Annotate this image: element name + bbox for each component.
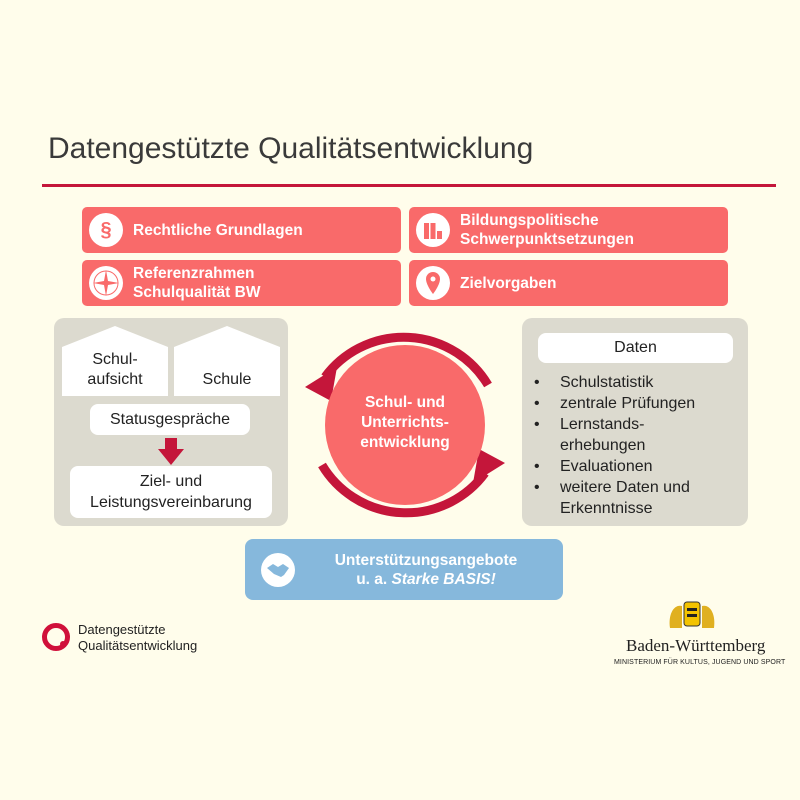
box-goals: Zielvorgaben xyxy=(409,260,728,306)
title-divider xyxy=(42,184,776,187)
page-title: Datengestützte Qualitätsentwicklung xyxy=(48,132,534,165)
bar-chart-icon xyxy=(416,213,450,247)
box-label: Rechtliche Grundlagen xyxy=(133,221,303,239)
support-title: Unterstützungsangebote xyxy=(334,552,518,569)
box-label: Zielvorgaben xyxy=(460,274,557,292)
dq-logo-dot xyxy=(60,641,66,647)
compass-icon xyxy=(89,266,123,300)
support-emph: Starke BASIS! xyxy=(391,571,496,588)
agreement-label: Ziel- und Leistungsvereinbarung xyxy=(90,473,252,511)
status-talks: Statusgespräche xyxy=(90,404,250,435)
state-name: Baden-Württemberg xyxy=(626,636,766,655)
coat-of-arms-icon xyxy=(669,601,715,628)
target-agreement: Ziel- und Leistungsvereinbarung xyxy=(70,466,272,518)
data-list: Schulstatistik zentrale Prüfungen Lernst… xyxy=(534,372,720,519)
support-prefix: u. a. xyxy=(356,571,392,588)
list-item: Schulstatistik xyxy=(534,372,720,393)
arrow-head-right xyxy=(473,449,505,483)
dq-logo-icon xyxy=(42,623,70,651)
handshake-icon xyxy=(261,553,295,587)
box-label: Referenzrahmen Schulqualität BW xyxy=(133,265,261,301)
location-pin-icon xyxy=(416,266,450,300)
list-item: weitere Daten und Erkenntnisse xyxy=(534,477,720,519)
cycle-arrows xyxy=(305,332,505,518)
arrow-down-icon xyxy=(158,438,184,465)
list-item: zentrale Prüfungen xyxy=(534,393,720,414)
dq-logo-text: Datengestützte Qualitätsentwicklung xyxy=(78,622,198,653)
paragraph-icon: § xyxy=(89,213,123,247)
box-legal: § Rechtliche Grundlagen xyxy=(82,207,401,253)
data-heading: Daten xyxy=(538,333,733,363)
list-item: Evaluationen xyxy=(534,456,720,477)
center-label: Schul- und Unterrichts-entwicklung xyxy=(360,394,450,451)
box-label: Bildungspolitische Schwerpunktsetzungen xyxy=(460,212,634,248)
arrow-head-left xyxy=(305,367,337,401)
house-label: Schule xyxy=(202,371,252,388)
box-policy: Bildungspolitische Schwerpunktsetzungen xyxy=(409,207,728,253)
list-item: Lernstands-erhebungen xyxy=(534,414,670,456)
box-reference: Referenzrahmen Schulqualität BW xyxy=(82,260,401,306)
house-label: Schul-aufsicht xyxy=(87,351,143,388)
ministry-name: MINISTERIUM FÜR KULTUS, JUGEND UND SPORT xyxy=(614,659,786,666)
support-box: Unterstützungsangebote u. a. Starke BASI… xyxy=(245,539,563,600)
